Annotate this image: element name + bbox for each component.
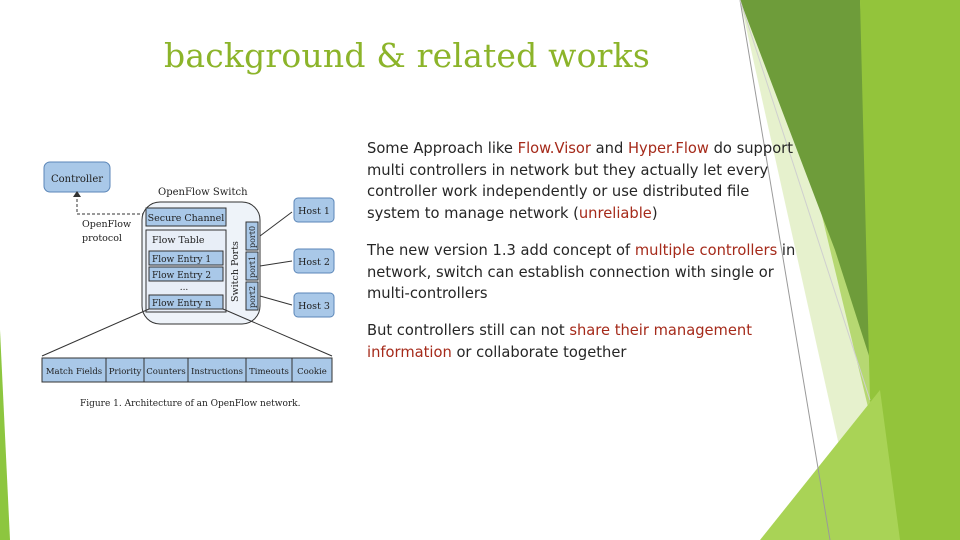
flow-entry-label: Flow Entry 2 xyxy=(152,271,211,281)
protocol-arrowhead xyxy=(73,191,81,197)
port-box xyxy=(245,281,259,311)
paragraph-text: and xyxy=(590,140,628,157)
flow-entry-label: Flow Entry 1 xyxy=(152,255,211,265)
host-label: Host 1 xyxy=(298,206,330,217)
deco-thin-line-2 xyxy=(739,0,871,401)
paragraph-text: The new version 1.3 add concept of xyxy=(367,241,635,259)
secure-channel-box xyxy=(145,207,227,227)
bullet-paragraph: The new version 1.3 add concept of multi… xyxy=(367,240,807,305)
figure-caption: Figure 1. Architecture of an OpenFlow ne… xyxy=(80,399,301,409)
port-label: port0 xyxy=(248,226,257,248)
paragraph-text: do support multi controllers in network … xyxy=(367,140,793,223)
highlighted-text: multiple controllers xyxy=(634,241,778,259)
field-label: Counters xyxy=(146,367,185,377)
paragraph-text: Some Approach like xyxy=(367,140,518,157)
deco-left-green-strip xyxy=(0,330,10,540)
zoom-line xyxy=(222,308,333,357)
host-label: Host 2 xyxy=(298,257,330,268)
field-label: Instructions xyxy=(191,367,243,377)
openflow-architecture-figure: Controller OpenFlow protocol OpenFlow Sw… xyxy=(41,161,335,409)
deco-bottom-right-wedge xyxy=(760,390,900,540)
flow-entry xyxy=(148,294,224,310)
host-link xyxy=(259,295,293,306)
field-cell xyxy=(143,357,189,383)
field-label: Match Fields xyxy=(46,367,102,377)
highlighted-text: Hyper.Flow xyxy=(627,140,709,157)
field-label: Priority xyxy=(109,367,142,377)
host-link xyxy=(259,260,293,267)
highlighted-text: Flow.Visor xyxy=(517,140,591,157)
host-box xyxy=(293,248,335,274)
controller-label: Controller xyxy=(51,174,103,185)
highlighted-text: share their management information xyxy=(367,321,752,361)
secure-channel-label: Secure Channel xyxy=(148,213,225,224)
protocol-label-line1: OpenFlow xyxy=(82,219,131,230)
field-cell xyxy=(105,357,145,383)
field-cell xyxy=(245,357,293,383)
paragraph-text: ) xyxy=(651,205,658,223)
zoom-line xyxy=(41,308,150,357)
flow-table-label: Flow Table xyxy=(152,235,205,246)
deco-right-bright-band xyxy=(860,0,960,540)
bullet-paragraph: But controllers still can not share thei… xyxy=(367,320,807,363)
paragraph-text: But controllers still can not xyxy=(367,321,570,339)
host-link xyxy=(259,211,293,237)
slide-title: background & related works xyxy=(164,36,650,75)
port-box xyxy=(245,221,259,251)
field-label: Cookie xyxy=(297,367,327,377)
flow-entry-ellipsis: ... xyxy=(180,283,189,293)
flow-entry-label: Flow Entry n xyxy=(152,299,211,309)
highlighted-text: unreliable xyxy=(578,205,652,223)
flow-entry xyxy=(148,266,224,282)
field-cell xyxy=(187,357,247,383)
port-label: port1 xyxy=(248,256,257,278)
switch-ports-label: Switch Ports xyxy=(230,241,241,302)
flow-entry xyxy=(148,250,224,266)
host-box xyxy=(293,197,335,223)
deco-right-dark-band xyxy=(740,0,880,390)
protocol-label-line2: protocol xyxy=(82,233,122,244)
paragraph-text: in network, switch can establish connect… xyxy=(367,241,796,303)
field-label: Timeouts xyxy=(249,367,289,377)
field-cell xyxy=(41,357,107,383)
host-box xyxy=(293,292,335,318)
openflow-switch-label: OpenFlow Switch xyxy=(158,187,248,198)
deco-thin-line xyxy=(739,0,831,540)
body-text: Some Approach like Flow.Visor and Hyper.… xyxy=(367,138,807,378)
port-box xyxy=(245,251,259,281)
port-label: port2 xyxy=(248,286,257,308)
host-label: Host 3 xyxy=(298,301,330,312)
paragraph-text: or collaborate together xyxy=(451,343,627,361)
bullet-paragraph: Some Approach like Flow.Visor and Hyper.… xyxy=(367,138,807,225)
field-cell xyxy=(291,357,333,383)
